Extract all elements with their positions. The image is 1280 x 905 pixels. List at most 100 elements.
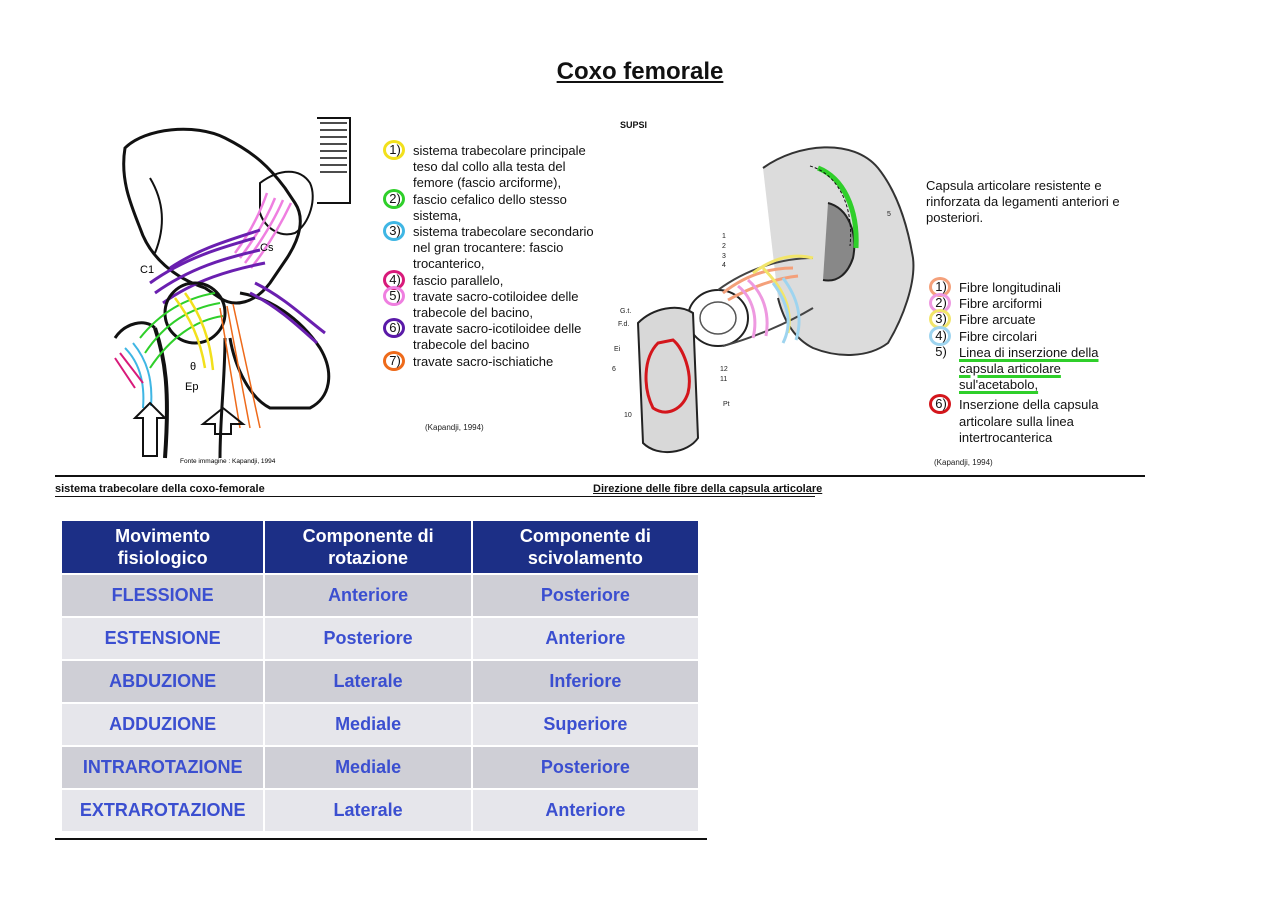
- legend-number: 7): [389, 352, 401, 368]
- legend-item: 1) Fibre longitudinali: [929, 277, 1131, 297]
- legend-ring: [929, 325, 951, 346]
- label-c1: C1: [140, 264, 154, 276]
- legend-number: 2): [935, 295, 947, 311]
- legend-number: 5): [389, 287, 401, 303]
- legend-item: 3)sistema trabecolare secondario nel gra…: [383, 221, 600, 273]
- cell-movement: INTRAROTAZIONE: [62, 747, 264, 788]
- legend-item: 5)Linea di inserzione della capsula arti…: [931, 343, 1131, 394]
- cell-rotation: Laterale: [265, 661, 471, 702]
- legend-number: 1): [935, 279, 947, 294]
- header-movement: Movimento fisiologico: [62, 521, 264, 573]
- cell-sliding: Inferiore: [472, 661, 698, 702]
- label-cs: Cs: [260, 242, 274, 254]
- legend-text: Fibre arciformi: [959, 296, 1043, 312]
- capsule-description: Capsula articolare resistente e rinforza…: [926, 178, 1120, 225]
- legend-item: 3) Fibre arcuate: [929, 309, 1131, 330]
- legend-text: travate sacro-cotiloidee delle trabecole…: [413, 288, 579, 321]
- label-ten: 10: [624, 412, 632, 419]
- legend-ring: [383, 318, 405, 339]
- cell-rotation: Posteriore: [265, 618, 471, 659]
- legend-text: Inserzione della capsula articolare sull…: [959, 397, 1099, 445]
- legend-text: Fibre arcuate: [959, 312, 1036, 328]
- legend-number: 1): [389, 142, 401, 157]
- legend-ring: [929, 394, 951, 415]
- caption-underline: [55, 496, 815, 497]
- legend-item: 4) fascio parallelo,: [383, 269, 600, 290]
- legend-item: 7) travate sacro-ischiatiche: [383, 350, 600, 371]
- cell-rotation: Anteriore: [265, 575, 471, 616]
- label-two: 2: [722, 243, 726, 250]
- legend-text: fascio cefalico dello stesso sistema,: [413, 191, 567, 223]
- label-eleven: 11: [720, 376, 727, 383]
- legend-text: travate sacro-ischiatiche: [413, 353, 554, 369]
- legend-text: sistema trabecolare principale teso dal …: [413, 143, 586, 191]
- legend-item: 6) Inserzione della capsula articolare su…: [929, 394, 1131, 446]
- supsi-logo: SUPSI: [620, 120, 648, 130]
- cell-rotation: Mediale: [265, 704, 471, 745]
- legend-ring: [383, 188, 405, 209]
- legend-number: 6): [389, 320, 401, 336]
- cell-movement: ABDUZIONE: [62, 661, 264, 702]
- cell-sliding: Anteriore: [472, 790, 698, 831]
- cell-sliding: Anteriore: [472, 618, 698, 659]
- left-image-credit: Fonte immagine : Kapandji, 1994: [180, 458, 276, 465]
- cell-movement: ESTENSIONE: [62, 618, 264, 659]
- trabecular-system-figure: C1 Cs Ep θ Fonte immagine : Kapandji, 19…: [55, 108, 595, 474]
- label-six: 6: [612, 366, 616, 373]
- legend-text: fascio parallelo,: [413, 272, 504, 288]
- label-theta: θ: [190, 361, 196, 373]
- cell-sliding: Superiore: [472, 704, 698, 745]
- left-source-note: (Kapandji, 1994): [425, 423, 484, 432]
- legend-number: 6): [935, 396, 947, 412]
- legend-number: 2): [389, 190, 401, 206]
- page-title: Coxo femorale: [556, 58, 724, 85]
- hip-capsule-drawing: G.t. F.d. Ei 6 10 Pt 11 12 5 1 2 3 4: [612, 146, 915, 454]
- legend-number: 3): [935, 311, 947, 327]
- legend-number: 4): [389, 271, 401, 287]
- legend-text: Fibre circolari: [959, 328, 1038, 344]
- legend-item: 2) fascio cefalico dello stesso sistema,: [383, 188, 600, 224]
- left-caption: sistema trabecolare della coxo-femorale: [55, 483, 265, 495]
- figures-divider: [55, 475, 1145, 477]
- cell-sliding: Posteriore: [472, 747, 698, 788]
- legend-item: 4) Fibre circolari: [929, 325, 1131, 346]
- label-ei: Ei: [614, 346, 621, 353]
- legend-text: Fibre longitudinali: [959, 280, 1061, 295]
- cell-movement: FLESSIONE: [62, 575, 264, 616]
- cell-rotation: Laterale: [265, 790, 471, 831]
- label-ep: Ep: [185, 381, 198, 393]
- label-twelve: 12: [720, 366, 728, 373]
- legend-number: 5): [935, 343, 947, 359]
- right-source-note: (Kapandji, 1994): [934, 458, 993, 467]
- label-fd: F.d.: [618, 321, 629, 328]
- cell-sliding: Posteriore: [472, 575, 698, 616]
- label-five: 5: [887, 211, 891, 218]
- capsule-fibers-figure: SUPSI G.t. F.d. Ei 6 10: [598, 108, 1144, 474]
- legend-item: 1) sistema trabecolare principale teso da…: [383, 140, 600, 192]
- label-pt: Pt: [723, 401, 730, 408]
- legend-ring: [383, 140, 405, 160]
- legend-ring: [383, 221, 405, 242]
- legend-item: 6) travate sacro-icotiloidee delle trabec…: [383, 318, 600, 353]
- movement-table: Movimento fisiologico Componente di rota…: [60, 519, 700, 833]
- header-sliding: Componente di scivolamento: [472, 521, 698, 573]
- legend-item: 5) travate sacro-cotiloidee delle trabeco…: [383, 285, 600, 321]
- cell-movement: EXTRAROTAZIONE: [62, 790, 264, 831]
- label-gt: G.t.: [620, 308, 631, 315]
- legend-ring: [383, 285, 405, 306]
- right-legend: 1)Fibre longitudinali 2)Fibre arciformi …: [929, 277, 1131, 446]
- header-rotation: Componente di rotazione: [265, 521, 471, 573]
- legend-text: travate sacro-icotiloidee delle trabecol…: [413, 321, 582, 353]
- label-four: 4: [722, 262, 726, 269]
- legend-number: 4): [935, 327, 947, 343]
- table-bottom-rule: [55, 838, 707, 840]
- left-legend: 1) sistema trabecolare principale teso da…: [383, 140, 600, 371]
- cell-rotation: Mediale: [265, 747, 471, 788]
- right-caption: Direzione delle fibre della capsula arti…: [593, 483, 823, 495]
